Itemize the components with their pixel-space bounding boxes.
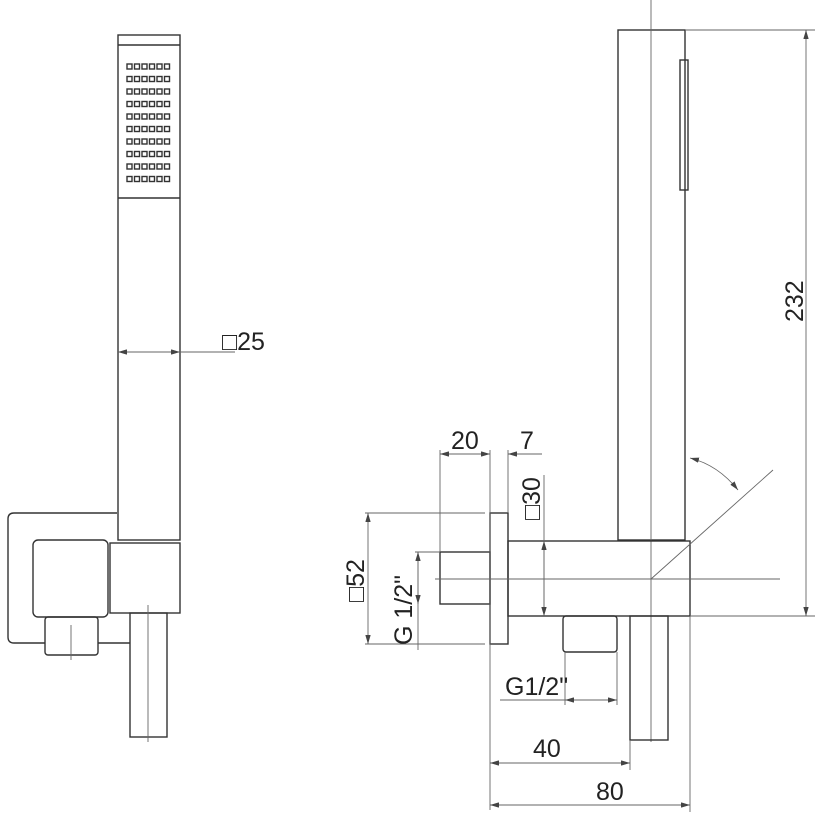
nozzle [126,125,133,133]
label-outlet-thread: G1/2" [505,673,568,701]
nozzle [163,138,171,145]
nozzle [156,163,163,170]
nozzle [156,113,163,120]
nozzle [141,88,148,95]
nozzle [133,125,141,133]
nozzle [163,100,171,108]
nozzle [133,88,141,95]
bracket-body [507,540,691,617]
nozzle [163,163,171,170]
nozzle [148,75,156,83]
nozzle [141,100,148,108]
label-52: □52 [342,559,370,602]
nozzle [141,150,148,158]
wall-plate [489,512,509,645]
wall-nipple [439,551,491,605]
nozzle [141,113,148,120]
nozzle [156,100,163,108]
spray-face-edge [679,59,689,191]
bracket-outline [7,512,130,644]
nozzle [126,175,133,183]
nozzle [126,113,133,120]
nozzle [163,63,171,70]
nozzle [133,100,141,108]
front-view [7,34,235,742]
tilt-line [650,469,774,580]
nozzle [148,100,156,108]
nozzle [141,125,148,133]
nozzle [156,75,163,83]
nozzle [133,63,141,70]
label-25: □25 [222,328,265,356]
nozzle [133,113,141,120]
nozzle [148,163,156,170]
label-232: 232 [781,280,809,322]
spray-nozzle-grid [126,63,171,183]
nozzle [163,125,171,133]
nozzle [156,125,163,133]
wall-cap [32,539,109,618]
label-80: 80 [596,778,624,806]
nozzle [148,150,156,158]
tilt-arrow-icon [689,457,739,491]
connection-nut [44,616,99,656]
nozzle [163,88,171,95]
nozzle [148,88,156,95]
nozzle [126,63,133,70]
nozzle [163,75,171,83]
handle-side [617,29,686,541]
nozzle [141,175,148,183]
nozzle [133,163,141,170]
nozzle [148,63,156,70]
bracket-block [109,542,181,614]
nozzle [156,175,163,183]
nozzle [133,138,141,145]
nozzle [156,88,163,95]
hose [129,612,168,738]
nozzle [126,150,133,158]
label-20: 20 [451,427,479,455]
nozzle [163,150,171,158]
nozzle [133,175,141,183]
side-view [365,0,815,812]
nozzle [126,100,133,108]
nozzle [163,175,171,183]
nozzle [126,88,133,95]
label-30: □30 [518,477,546,520]
outlet-nut [562,615,618,653]
nozzle [133,150,141,158]
hose-side [629,615,669,741]
nozzle [148,125,156,133]
nozzle [148,113,156,120]
label-wall-thread: G 1/2" [390,575,418,645]
nozzle [148,175,156,183]
label-7: 7 [520,427,534,455]
nozzle [156,138,163,145]
nozzle [141,63,148,70]
nozzle [126,75,133,83]
nozzle [126,163,133,170]
nozzle [148,138,156,145]
handle-front [117,34,181,541]
nozzle [141,138,148,145]
label-40: 40 [533,735,561,763]
nozzle [141,163,148,170]
nozzle [141,75,148,83]
nozzle [156,63,163,70]
nozzle [156,150,163,158]
nozzle [163,113,171,120]
nozzle [133,75,141,83]
nozzle [126,138,133,145]
